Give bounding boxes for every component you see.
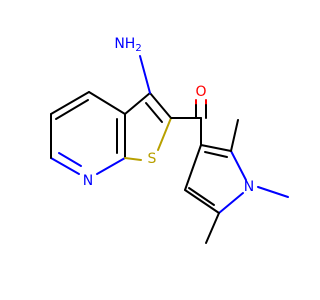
bond-n7-c6-inner bbox=[58, 152, 82, 167]
bond-c1-c2 bbox=[50, 91, 90, 115]
bond-c2t-s bbox=[157, 117, 172, 151]
bond-p3-p2-inner bbox=[204, 151, 228, 158]
amine-label: NH2 bbox=[114, 36, 141, 54]
pyrrole-nitrogen-label: N bbox=[244, 179, 254, 195]
bond-n7-c6 bbox=[50, 157, 80, 175]
bond-c3-nh2 bbox=[139, 55, 151, 94]
bond-p4-p3 bbox=[184, 144, 202, 191]
bond-p2-n1 bbox=[230, 150, 247, 181]
bond-n1-p5 bbox=[218, 192, 244, 214]
oxygen-label: O bbox=[195, 84, 206, 100]
bond-n1-methyl bbox=[257, 186, 289, 198]
bond-c3a-c3 bbox=[124, 92, 151, 115]
bond-c3-c2t-inner bbox=[145, 102, 163, 123]
bond-p5-p4-inner bbox=[188, 187, 215, 206]
bond-s-c7a bbox=[124, 157, 142, 161]
pyridine-nitrogen-label: N bbox=[83, 173, 93, 189]
bond-p5-methyl bbox=[205, 212, 220, 244]
bond-c3-c2t bbox=[149, 92, 172, 119]
bond-c2-c3a bbox=[88, 91, 126, 115]
bond-p3-p2 bbox=[200, 144, 232, 152]
bond-c7a-n7 bbox=[96, 157, 126, 175]
molecule-structure: NH2 O S N N bbox=[50, 36, 289, 244]
bond-p5-p4 bbox=[184, 189, 220, 214]
sulfur-label: S bbox=[148, 151, 157, 167]
bond-p2-methyl bbox=[230, 119, 239, 152]
bond-c1-c2-inner bbox=[55, 99, 89, 120]
